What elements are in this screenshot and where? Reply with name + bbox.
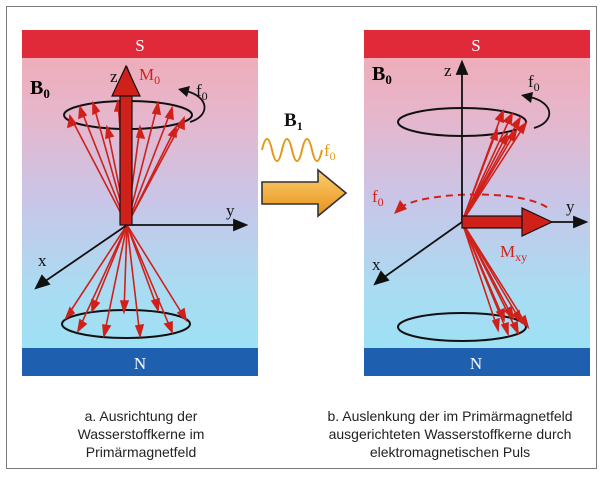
b0-label-b-sub: 0 [385,72,392,87]
axis-x-label-b: x [372,255,381,274]
precession-cone-bottom-a [61,309,191,339]
north-pole-bar-b [364,348,590,376]
freq-top-label-b-main: f [528,72,534,91]
pulse-arrow [261,168,348,218]
spin-vectors-down-a [64,224,188,339]
rotation-arrow-b [529,96,551,129]
spin-vectors-up-a [66,98,185,226]
mxy-vector [461,207,554,237]
b0-label-a-sub: 0 [43,86,50,101]
rf-freq-label-main: f [324,141,330,160]
caption-a: a. Ausrichtung der Wasserstoffkerne im P… [16,407,266,461]
b0-label-a-main: B [30,77,43,99]
caption-b-line-1: b. Auslenkung der im Primärmagnetfeld [327,408,573,424]
b1-label-main: B [284,110,297,131]
south-pole-bar-a [22,30,258,58]
north-pole-label-b: N [470,354,482,373]
b1-label: B1 [284,110,303,133]
rf-pulse: B1 f0 [261,110,348,218]
mxy-label-main: M [500,242,515,261]
freq-label-a-sub: 0 [202,89,208,103]
m0-vector [111,64,141,226]
rotation-arrowhead-a [178,86,190,97]
axis-z-label-a: z [110,67,118,86]
freq-mid-label-b-sub: 0 [378,195,384,209]
m0-label-main: M [139,65,154,84]
rotation-arrow-a [185,90,206,123]
spin-vectors-down-b [461,221,530,337]
caption-a-line-3: Primärmagnetfeld [85,444,197,460]
axis-z-label-b: z [444,61,452,80]
caption-b-line-3: elektromagnetischen Puls [369,444,531,460]
freq-top-label-b-sub: 0 [534,80,540,94]
panel-a: S N B0 f0 [22,30,258,376]
rf-freq-label-sub: 0 [330,149,336,163]
m0-label: M0 [139,65,160,87]
mxy-label: Mxy [500,242,527,264]
caption-a-line-2: Wasserstoffkerne im [77,426,205,442]
south-pole-label-b: S [471,36,480,55]
north-pole-label-a: N [134,354,146,373]
rotation-arrowhead-b [521,92,533,103]
freq-label-a-main: f [196,81,202,100]
xy-rotation-dashed [399,193,549,209]
b1-label-sub: 1 [297,119,303,133]
rf-freq-label: f0 [324,141,336,163]
caption-b: b. Auslenkung der im Primärmagnetfeld au… [300,407,600,461]
caption-b-line-2: ausgerichteten Wasserstoffkerne durch [328,426,572,442]
freq-label-a: f0 [196,81,208,103]
caption-a-line-1: a. Ausrichtung der [84,408,198,424]
xy-rotation-arrowhead [394,200,407,214]
spin-vectors-up-b [461,108,528,223]
field-region-a [22,30,258,376]
rf-wave [261,138,323,162]
axis-y-label-b: y [566,197,575,216]
south-pole-bar-b [364,30,590,58]
b0-label-b-main: B [372,63,385,85]
panel-b: S N B0 f0 f0 [364,30,590,376]
north-pole-bar-a [22,348,258,376]
axis-x-label-a: x [38,251,47,270]
freq-mid-label-b: f0 [372,187,384,209]
freq-mid-label-b-main: f [372,187,378,206]
south-pole-label-a: S [135,36,144,55]
m0-label-sub: 0 [154,73,160,87]
axis-y-label-a: y [226,201,235,220]
b0-label-a: B0 [30,77,50,101]
field-region-b [364,30,590,376]
b0-label-b: B0 [372,63,392,87]
freq-top-label-b: f0 [528,72,540,94]
precession-cone-bottom-b [397,312,527,342]
mxy-label-sub: xy [515,250,527,264]
